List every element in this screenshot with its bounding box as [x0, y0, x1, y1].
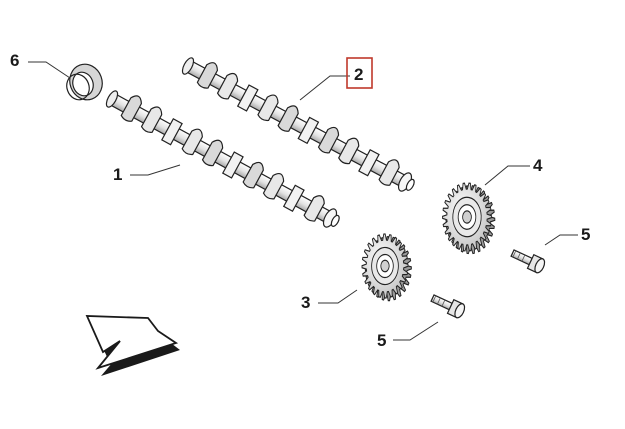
callout-6[interactable]: 6: [10, 51, 19, 70]
callout-3[interactable]: 3: [301, 293, 310, 312]
leader-3: [318, 289, 358, 304]
gear-part-3: [361, 233, 412, 302]
leader-2: [299, 75, 350, 101]
bolt-part-upper: [510, 249, 546, 274]
leader-5b: [393, 321, 439, 341]
callout-5-upper[interactable]: 5: [581, 225, 590, 244]
callout-5-lower[interactable]: 5: [377, 331, 386, 350]
seal-ring-part: [66, 63, 103, 101]
callout-4[interactable]: 4: [533, 156, 543, 175]
leader-lines: [28, 61, 578, 341]
camshaft-lower-part: [105, 90, 340, 228]
leader-4: [484, 165, 530, 186]
leader-6: [28, 61, 71, 79]
bolt-part-lower: [430, 294, 466, 319]
callout-1[interactable]: 1: [113, 165, 122, 184]
leader-5a: [544, 234, 578, 246]
camshaft-upper-part: [181, 57, 415, 192]
leader-1: [130, 164, 181, 176]
gear-part-4: [442, 182, 496, 255]
callout-highlight-box: [346, 57, 373, 89]
callout-2[interactable]: 2: [354, 65, 363, 84]
direction-arrow-icon: [85, 315, 180, 376]
